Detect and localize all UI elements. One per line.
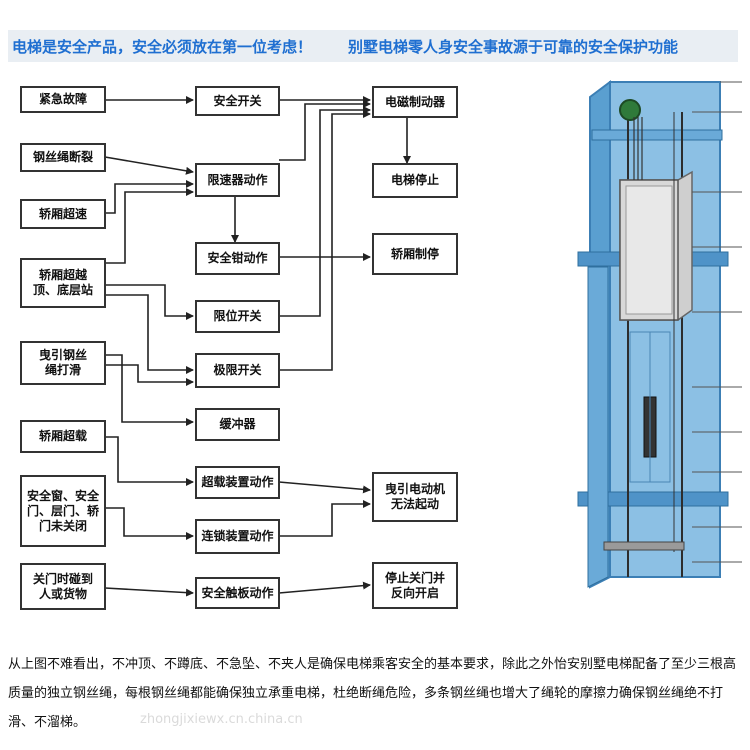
action-limit-switch: 限位开关	[195, 300, 280, 333]
edge-overtravel-limit	[105, 284, 194, 320]
header-banner: 电梯是安全产品，安全必须放在第一位考虑！ 别墅电梯零人身安全事故源于可靠的安全保…	[8, 30, 738, 62]
result-motor-no-start: 曳引电动机无法起动	[372, 472, 458, 522]
action-interlock: 连锁装置动作	[195, 519, 280, 554]
edge-governor-brake	[279, 100, 371, 161]
edge-interlock-motor	[279, 500, 371, 537]
action-safety-gear: 安全钳动作	[195, 242, 280, 275]
cause-doors-open: 安全窗、安全门、层门、轿门未关闭	[20, 475, 106, 547]
edge-slip-buffer	[105, 354, 194, 426]
action-final-limit-switch: 极限开关	[195, 353, 280, 388]
cause-overload: 轿厢超载	[20, 420, 106, 453]
action-buffer: 缓冲器	[195, 408, 280, 441]
edge-limit-brake	[279, 106, 371, 317]
edge-overspeed-governor	[105, 180, 194, 214]
action-safety-switch: 安全开关	[195, 86, 280, 116]
edge-overtravel-governor	[105, 188, 194, 264]
edge-overtravel-final	[105, 294, 194, 374]
edge-doors-interlock	[105, 507, 194, 540]
footer-description: 从上图不难看出，不冲顶、不蹲底、不急坠、不夹人是确保电梯乘客安全的基本要求，除此…	[8, 657, 737, 730]
watermark-text: zhongjixiewx.cn.china.cn	[140, 712, 303, 727]
edge-final-brake	[279, 110, 371, 371]
result-car-stop: 轿厢制停	[372, 233, 458, 275]
cause-emergency-fault: 紧急故障	[20, 86, 106, 113]
edge-rope-governor	[104, 156, 194, 175]
edge-overload-device	[105, 436, 194, 486]
action-overload-device: 超载装置动作	[195, 466, 280, 499]
cause-rope-slip: 曳引钢丝绳打滑	[20, 341, 106, 385]
cause-rope-break: 钢丝绳断裂	[20, 143, 106, 172]
header-right-text: 别墅电梯零人身安全事故源于可靠的安全保护功能	[348, 38, 679, 56]
edge-slip-final	[105, 364, 194, 386]
edge-obstruct-edge	[104, 587, 194, 597]
action-governor: 限速器动作	[195, 163, 280, 197]
result-elevator-stop: 电梯停止	[372, 163, 458, 198]
result-reopen-door: 停止关门并反向开启	[372, 562, 458, 609]
result-electromagnetic-brake: 电磁制动器	[372, 86, 458, 118]
cause-overtravel: 轿厢超越顶、底层站	[20, 258, 106, 308]
action-safety-edge: 安全触板动作	[195, 577, 280, 609]
cause-overspeed: 轿厢超速	[20, 199, 106, 229]
cause-door-obstruction: 关门时碰到人或货物	[20, 563, 106, 610]
flow-connectors	[104, 96, 411, 597]
edge-edge-reopen	[278, 581, 371, 594]
elevator-shaft-illustration	[577, 80, 742, 589]
header-left-text: 电梯是安全产品，安全必须放在第一位考虑！	[12, 38, 313, 56]
edge-overloaddev-motor	[278, 481, 371, 494]
